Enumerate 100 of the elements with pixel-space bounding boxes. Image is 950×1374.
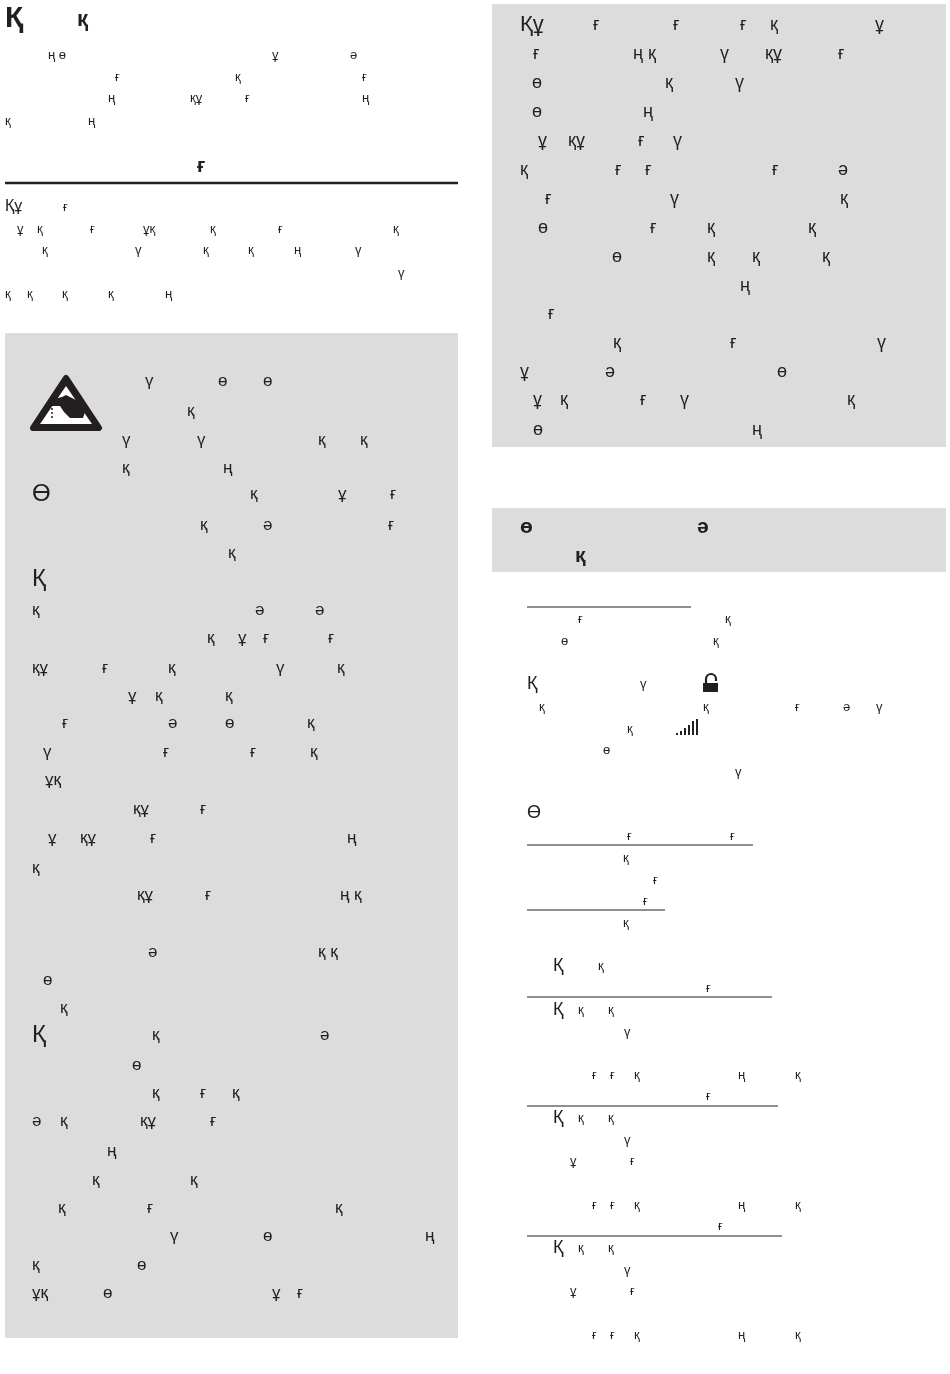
text-fragment: қ — [155, 686, 163, 704]
text-fragment: ү — [670, 189, 679, 208]
text-fragment: қ — [665, 73, 673, 92]
text-fragment: ұ — [533, 390, 542, 409]
text-fragment: қ — [168, 658, 176, 676]
text-fragment: ү — [624, 1024, 631, 1038]
text-fragment: қ — [225, 686, 233, 704]
text-fragment: ғ — [645, 160, 652, 179]
text-fragment: ғ — [545, 189, 552, 208]
text-fragment: ү — [680, 390, 689, 409]
text-fragment: ү — [735, 73, 744, 92]
text-fragment: ғ — [653, 872, 658, 886]
text-fragment: ә — [315, 600, 325, 618]
text-fragment: қ — [393, 221, 399, 235]
text-fragment: ә — [32, 1111, 42, 1129]
text-fragment: қ — [578, 1110, 584, 1124]
text-fragment: ғ — [200, 799, 207, 817]
text-fragment: Құ — [520, 12, 544, 35]
text-fragment: ғ — [297, 1283, 304, 1301]
text-fragment: ғ — [730, 333, 737, 352]
text-fragment: ң ө — [48, 47, 67, 61]
text-fragment: ң — [738, 1327, 746, 1341]
text-fragment: ғ — [610, 1327, 615, 1341]
text-fragment: ғ — [548, 304, 555, 323]
text-fragment: ұ — [338, 484, 347, 502]
text-fragment: Қ — [32, 1021, 46, 1046]
text-fragment: ө — [43, 970, 53, 988]
text-fragment: қ — [703, 699, 709, 713]
text-fragment: қ — [335, 1198, 343, 1216]
text-fragment: ү — [170, 1226, 179, 1244]
text-fragment: қ — [634, 1327, 640, 1341]
text-fragment: ғ — [673, 15, 680, 34]
text-fragment: ғ — [388, 515, 395, 533]
text-fragment: ұ — [272, 1283, 281, 1301]
text-fragment: ө — [137, 1255, 147, 1273]
text-fragment: ғ — [63, 199, 68, 213]
text-fragment: ң — [165, 286, 173, 300]
text-fragment: ң — [347, 828, 357, 846]
text-fragment: қ — [228, 543, 236, 561]
text-fragment: ғ — [62, 713, 69, 731]
text-fragment: қ — [108, 286, 114, 300]
text-fragment: ғ — [592, 1197, 597, 1211]
text-fragment: қ — [27, 286, 33, 300]
text-fragment: ө — [533, 420, 543, 439]
text-fragment: ұ — [17, 221, 24, 235]
text-fragment: қ — [623, 850, 629, 864]
text-fragment: құ — [133, 799, 149, 817]
text-fragment: ө — [538, 218, 548, 237]
text-fragment: ә — [168, 713, 178, 731]
text-fragment: қ — [608, 1240, 614, 1254]
text-fragment: ғ — [640, 390, 647, 409]
text-fragment: қ — [360, 430, 368, 448]
text-fragment: қ — [250, 484, 258, 502]
text-fragment: ң — [294, 242, 302, 256]
text-fragment: қ — [190, 1170, 198, 1188]
text-fragment: қ — [613, 333, 621, 352]
text-fragment: ү — [355, 242, 362, 256]
text-fragment: ң қ — [340, 885, 362, 903]
text-fragment: ғ — [578, 611, 583, 625]
text-fragment: ғ — [838, 44, 845, 63]
text-fragment: Ө — [527, 803, 541, 822]
text-fragment: қ — [60, 1111, 68, 1129]
text-fragment: құ — [765, 44, 782, 63]
text-fragment: ң қ — [633, 44, 656, 63]
text-fragment: ө — [532, 73, 542, 92]
text-fragment: ғ — [627, 828, 632, 842]
text-fragment: қ — [608, 1002, 614, 1016]
text-fragment: ғ — [772, 160, 779, 179]
text-fragment: ә — [255, 600, 265, 618]
heading-text: ө — [520, 515, 533, 537]
text-fragment: ү — [276, 658, 285, 676]
text-fragment: ө — [132, 1055, 142, 1073]
text-fragment: қ — [634, 1197, 640, 1211]
text-fragment: Қ — [553, 956, 564, 975]
text-fragment: құ — [140, 1111, 156, 1129]
text-fragment: қ — [707, 218, 715, 237]
text-fragment: қ — [795, 1197, 801, 1211]
text-fragment: қ — [210, 221, 216, 235]
text-fragment: қ — [627, 721, 633, 735]
text-fragment: ғ — [706, 1088, 711, 1102]
text-fragment: ө — [225, 713, 235, 731]
text-fragment: ү — [135, 242, 142, 256]
text-fragment: ұ — [238, 628, 247, 646]
text-fragment: ғ — [147, 1198, 154, 1216]
text-fragment: ғ — [200, 1083, 207, 1101]
text-fragment: қ — [623, 915, 629, 929]
text-fragment: қ — [152, 1025, 160, 1043]
text-fragment: Қ — [527, 674, 538, 693]
text-fragment: ғ — [615, 160, 622, 179]
text-fragment: қ — [318, 430, 326, 448]
text-fragment: Қ — [553, 1238, 564, 1257]
text-fragment: ө — [218, 371, 228, 389]
text-fragment: қ — [752, 247, 760, 266]
text-fragment: қ — [578, 1002, 584, 1016]
text-fragment: Қ — [32, 565, 46, 590]
text-fragment: ө — [612, 247, 622, 266]
text-fragment: ә — [263, 515, 273, 533]
text-fragment: ғ — [630, 1283, 635, 1297]
text-fragment: қ — [520, 160, 528, 179]
text-fragment: ұқ — [143, 221, 156, 235]
